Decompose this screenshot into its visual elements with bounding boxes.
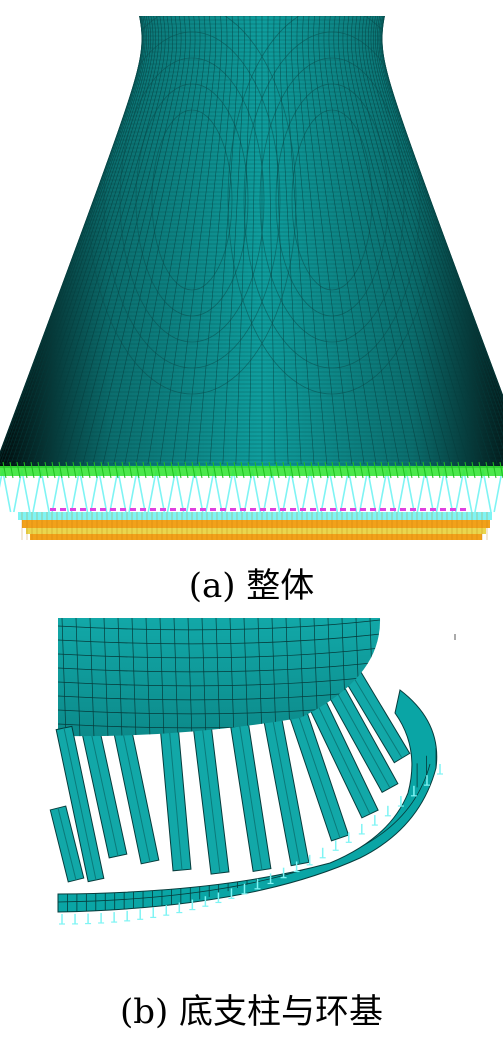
base-detail-figure	[49, 618, 456, 925]
tower-shell	[0, 16, 503, 468]
caption-a: (a) 整体	[188, 566, 315, 606]
caption-b: (b) 底支柱与环基	[119, 992, 384, 1032]
panel-b-base-columns-ring	[0, 618, 503, 978]
support-constraints	[0, 461, 503, 540]
front-columns-detail	[49, 725, 105, 883]
ring-support-constraints	[59, 634, 456, 925]
panel-a-whole-tower	[0, 16, 503, 540]
tower-mesh-figure	[0, 16, 503, 540]
